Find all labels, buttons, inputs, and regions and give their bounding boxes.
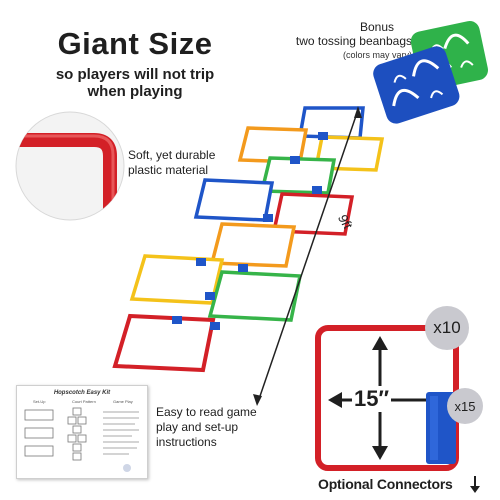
- connectors-label: Optional Connectors: [318, 476, 453, 492]
- connector: [205, 292, 215, 300]
- instructions-line1: Easy to read game: [156, 405, 257, 419]
- connector: [172, 316, 182, 324]
- connector: [238, 264, 248, 272]
- bonus-title: Bonus: [360, 20, 395, 34]
- blue-beanbag: [373, 46, 460, 124]
- connector: [312, 186, 322, 194]
- material-closeup-image: [15, 111, 125, 221]
- material-line2: plastic material: [128, 163, 209, 177]
- material-line1: Soft, yet durable: [128, 148, 216, 162]
- connector-count-badge: x15: [447, 388, 483, 424]
- connector: [290, 156, 300, 164]
- length-arrow: [257, 109, 359, 403]
- instruction-sheet-diagrams: [24, 407, 139, 472]
- headline-title: Giant Size: [57, 26, 213, 61]
- arrow-down-icon: [470, 476, 480, 493]
- headline-subtitle-line1: so players will not trip: [55, 66, 215, 83]
- material-description: Soft, yet durable plastic material: [128, 148, 258, 178]
- instructions-description: Easy to read game play and set-up instru…: [156, 405, 276, 450]
- connector: [263, 214, 273, 222]
- length-arrow-head-top: [354, 106, 362, 118]
- connector: [318, 132, 328, 140]
- square-green-row6: [207, 270, 303, 322]
- square-count-badge: x10: [425, 306, 469, 350]
- instruction-sheet-col3: Game Play: [113, 399, 133, 404]
- length-arrow-head-bottom: [253, 394, 262, 406]
- instruction-sheet-title: Hopscotch Easy Kit: [53, 390, 111, 396]
- connector: [210, 322, 220, 330]
- bonus-subtitle: two tossing beanbags: [295, 34, 412, 48]
- bonus-note: (colors may vary): [342, 50, 412, 60]
- instructions-line3: instructions: [156, 435, 217, 449]
- square-blue-row4: [193, 178, 275, 222]
- square-orange-row5: [209, 222, 297, 268]
- headline-subtitle-line2: when playing: [87, 83, 183, 100]
- instructions-line2: play and set-up: [156, 420, 239, 434]
- beanbags-image: [373, 20, 489, 124]
- square-green-row3: [259, 156, 337, 195]
- instruction-sheet-col2: Court Pattern: [72, 399, 96, 404]
- headline-subtitle: so players will not trip when playing: [40, 66, 230, 100]
- instruction-sheet-image: Hopscotch Easy Kit Set-Up Court Pattern …: [16, 385, 148, 479]
- connector: [196, 258, 206, 266]
- square-size-label: 15″: [352, 386, 392, 412]
- instruction-sheet-col1: Set-Up: [33, 399, 46, 404]
- square-red-bottom: [112, 313, 216, 373]
